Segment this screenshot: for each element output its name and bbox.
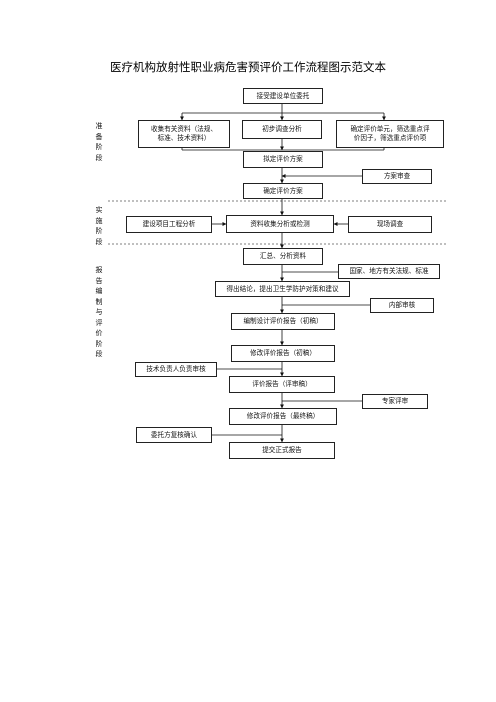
box-draft-report: 编制设计评价报告（初稿） xyxy=(231,313,335,330)
box-accept-commission: 接受建设单位委托 xyxy=(243,88,323,104)
box-site-survey: 现场调查 xyxy=(348,216,432,233)
box-project-analysis: 建设项目工程分析 xyxy=(126,216,212,233)
box-initial-survey: 初步调查分析 xyxy=(242,120,322,139)
stage-label-implement: 实 施 阶 段 xyxy=(95,206,103,246)
box-revise-initial: 修改评价报告（初稿） xyxy=(231,345,335,362)
box-summary: 汇总、分析资料 xyxy=(243,248,323,265)
box-determine-units: 确定评价单元，筛选重点评 价因子，筛选重点评价项 xyxy=(336,120,444,148)
box-confirm-plan: 确定评价方案 xyxy=(243,183,323,199)
box-collect-materials: 收集有关资料（法规、 标准、技术资料） xyxy=(138,120,230,148)
box-tech-review: 技术负责人负责审核 xyxy=(135,362,217,377)
box-draft-plan: 拟定评价方案 xyxy=(243,151,323,168)
box-conclusion: 得出结论，提出卫生学防护对策和建议 xyxy=(215,281,350,297)
box-client-confirm: 委托方复核确认 xyxy=(136,427,212,443)
stage-label-prepare: 准 备 阶 段 xyxy=(95,122,103,162)
box-plan-review: 方案审查 xyxy=(362,169,432,184)
box-internal-review: 内部审核 xyxy=(370,298,434,313)
box-review-report: 评价报告（评审稿） xyxy=(229,376,335,393)
stage-label-report: 报 告 编 制 与 评 价 阶 段 xyxy=(95,266,103,358)
box-expert-review: 专家评审 xyxy=(362,394,428,409)
box-regulations: 国家、地方有关法规、标准 xyxy=(338,264,440,279)
box-submit-report: 提交正式报告 xyxy=(229,442,335,459)
box-data-collection: 资料收集分析或检测 xyxy=(226,215,334,233)
page-title: 医疗机构放射性职业病危害预评价工作流程图示范文本 xyxy=(110,60,386,74)
box-revise-final: 修改评价报告（最终稿） xyxy=(229,408,337,425)
